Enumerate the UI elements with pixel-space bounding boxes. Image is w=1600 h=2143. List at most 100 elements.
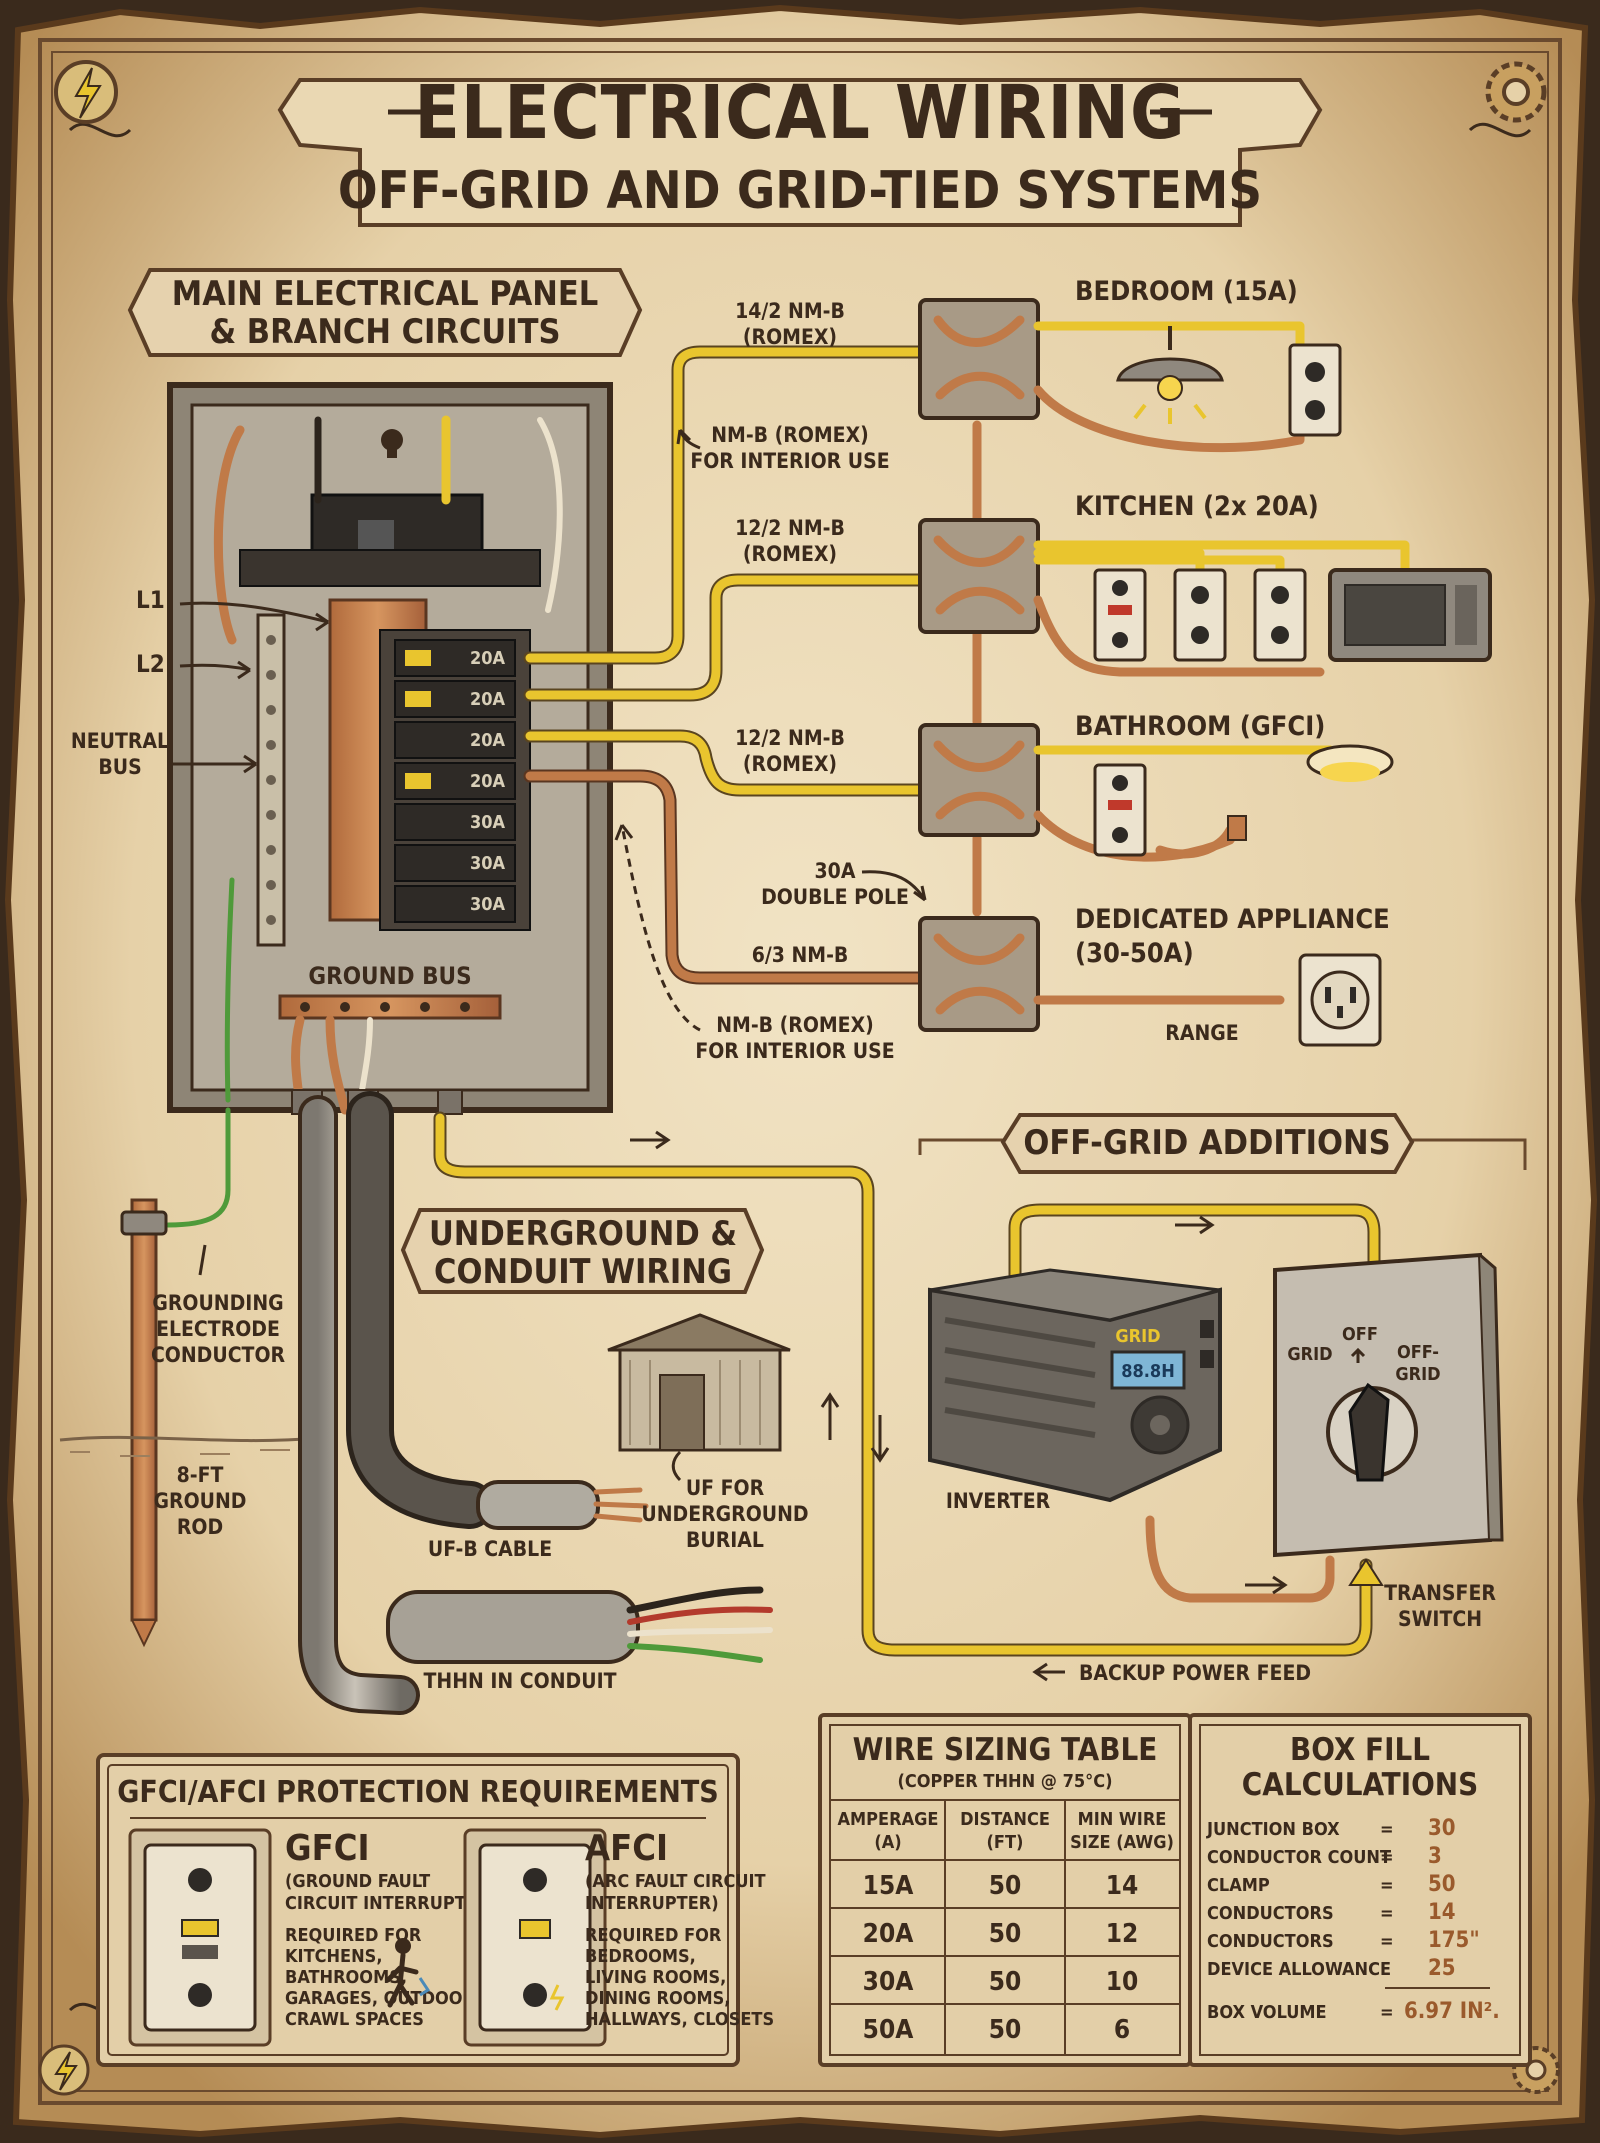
worker-shock-icon — [385, 1938, 431, 2008]
gfci-outlet-icon — [1093, 568, 1147, 662]
breaker[interactable]: 30A — [394, 844, 516, 882]
breaker[interactable]: 30A — [394, 803, 516, 841]
kitchen-title: KITCHEN (2x 20A) — [1075, 491, 1319, 522]
box-fill-label: CONDUCTORS — [1207, 1931, 1334, 1952]
breaker-label: 20A — [470, 730, 506, 751]
l1-callout: L1 — [136, 586, 329, 632]
ceiling-light-icon — [1306, 744, 1394, 782]
junction-box-kitchen — [918, 518, 1410, 677]
range-label: RANGE — [1165, 1021, 1238, 1045]
breaker-label: 20A — [470, 771, 506, 792]
ground-rod-label-3: ROD — [177, 1515, 223, 1539]
box-fill-eq: = — [1380, 1903, 1394, 1924]
thhn-label: THHN IN CONDUIT — [424, 1669, 617, 1693]
afci-req-4: DINING ROOMS, — [585, 1988, 730, 2009]
title-banner: ELECTRICAL WIRING OFF-GRID AND GRID-TIED… — [277, 70, 1323, 227]
box-fill-row: JUNCTION BOX = 30 — [1206, 1816, 1456, 1841]
box-fill-value: 3 — [1428, 1844, 1442, 1869]
box-fill-label: JUNCTION BOX — [1206, 1819, 1340, 1840]
inverter-label: INVERTER — [946, 1489, 1051, 1513]
box-fill-row: CONDUCTOR COUNT = 3 — [1207, 1844, 1442, 1869]
underground-heading-1: UNDERGROUND & — [429, 1214, 737, 1254]
wire-table-header: DISTANCE — [960, 1809, 1050, 1830]
microwave-icon — [1328, 568, 1492, 662]
table-cell: 14 — [1106, 1871, 1139, 1901]
box-fill-label: CONDUCTORS — [1207, 1903, 1334, 1924]
gfci-req-5: CRAWL SPACES — [285, 2009, 424, 2030]
interior-note-bottom-2: FOR INTERIOR USE — [695, 1039, 894, 1063]
plug-icon — [1155, 815, 1247, 859]
switch-offgrid-label-2: GRID — [1395, 1364, 1440, 1385]
box-fill-row: CONDUCTORS = 175" — [1207, 1928, 1480, 1953]
interior-note-1: NM-B (ROMEX) — [711, 423, 869, 447]
switch-offgrid-label-1: OFF- — [1397, 1342, 1439, 1363]
inverter-display: 88.8H — [1121, 1361, 1175, 1382]
protection-heading: GFCI/AFCI PROTECTION REQUIREMENTS — [117, 1775, 718, 1810]
gfci-req-2: KITCHENS, — [285, 1946, 383, 1967]
box-fill-row: CONDUCTORS = 14 — [1207, 1900, 1456, 1925]
breaker-label: 30A — [470, 853, 506, 874]
panel-heading-banner: MAIN ELECTRICAL PANEL & BRANCH CIRCUITS — [127, 268, 643, 357]
box-volume-value: 6.97 IN². — [1404, 1999, 1500, 2024]
box-fill-value: 14 — [1428, 1900, 1456, 1925]
gfci-desc-1: (GROUND FAULT — [285, 1871, 430, 1892]
underground-heading-banner: UNDERGROUND & CONDUIT WIRING — [400, 1208, 765, 1294]
box-fill-row: DEVICE ALLOWANCE 25 — [1207, 1956, 1456, 1981]
grounding-label-3: CONDUCTOR — [151, 1343, 286, 1367]
uf-b-cable — [346, 1091, 649, 1530]
transfer-switch[interactable]: GRID OFF OFF- GRID — [1273, 1252, 1504, 1558]
offgrid-heading: OFF-GRID ADDITIONS — [1023, 1123, 1390, 1163]
conduit — [298, 1095, 773, 1715]
inverter-brand: GRID — [1115, 1326, 1160, 1347]
afci-desc-1: (ARC FAULT CIRCUIT — [585, 1871, 766, 1892]
interior-note-bottom: NM-B (ROMEX) FOR INTERIOR USE — [614, 824, 895, 1063]
page-title: ELECTRICAL WIRING — [414, 70, 1185, 156]
breaker[interactable]: 20A — [394, 680, 516, 718]
afci-desc-2: INTERRUPTER) — [585, 1893, 719, 1914]
main-electrical-panel: 20A 20A 20A 20A 30A 30A 30A GROUND BUS — [167, 382, 613, 1115]
neutral-bus-callout: NEUTRAL BUS — [71, 729, 257, 779]
backup-power-label: BACKUP POWER FEED — [1079, 1661, 1311, 1685]
breaker[interactable]: 20A — [394, 762, 516, 800]
ground-bus-label: GROUND BUS — [308, 962, 471, 990]
l2-callout: L2 — [136, 650, 251, 680]
breaker[interactable]: 30A — [394, 885, 516, 923]
panel-heading-line2: & BRANCH CIRCUITS — [209, 312, 560, 352]
box-fill-eq: = — [1380, 1931, 1394, 1952]
transfer-switch-handle[interactable] — [1348, 1382, 1390, 1482]
protection-panel: GFCI/AFCI PROTECTION REQUIREMENTS GFCI (… — [96, 1753, 774, 2067]
table-row: 30A 50 10 — [863, 1967, 1139, 1997]
wire-sizing-table: WIRE SIZING TABLE (COPPER THHN @ 75°C) A… — [818, 1713, 1192, 2067]
breaker-label: 20A — [470, 689, 506, 710]
gfci-req-4: GARAGES, OUTDOORS, — [285, 1988, 493, 2009]
kitchen-cable-2: (ROMEX) — [743, 542, 837, 566]
interior-note-2: FOR INTERIOR USE — [690, 449, 889, 473]
table-cell: 50 — [989, 2015, 1022, 2045]
breaker[interactable]: 20A — [394, 639, 516, 677]
bedroom-title: BEDROOM (15A) — [1075, 276, 1298, 307]
uf-label-1: UF FOR — [686, 1476, 765, 1500]
interior-note-top: NM-B (ROMEX) FOR INTERIOR USE — [676, 423, 890, 473]
afci-req-3: LIVING ROOMS, — [585, 1967, 726, 1988]
offgrid-frame: OFF-GRID ADDITIONS — [918, 1113, 1527, 1174]
table-cell: 20A — [863, 1919, 914, 1949]
breaker[interactable]: 20A — [394, 721, 516, 759]
double-pole-1: 30A — [815, 859, 856, 883]
bedroom-cable-1: 14/2 NM-B — [735, 299, 845, 323]
wire-table-subtitle: (COPPER THHN @ 75°C) — [897, 1771, 1112, 1792]
table-cell: 6 — [1114, 2015, 1130, 2045]
box-fill-title-2: CALCULATIONS — [1242, 1767, 1478, 1803]
wire-table-header: MIN WIRE — [1078, 1809, 1167, 1830]
wire-table-header: (FT) — [987, 1832, 1024, 1853]
kitchen-cable-1: 12/2 NM-B — [735, 516, 845, 540]
table-cell: 50 — [989, 1919, 1022, 1949]
ceiling-lamp-icon — [1116, 326, 1224, 424]
wire-table-header: AMPERAGE — [838, 1809, 939, 1830]
uf-label-3: BURIAL — [686, 1528, 764, 1552]
interior-note-bottom-1: NM-B (ROMEX) — [716, 1013, 874, 1037]
appliance-title-2: (30-50A) — [1075, 938, 1194, 969]
box-fill-label: CONDUCTOR COUNT — [1207, 1847, 1391, 1868]
wire-table-header: (A) — [874, 1832, 901, 1853]
gear-icon — [1485, 61, 1547, 123]
